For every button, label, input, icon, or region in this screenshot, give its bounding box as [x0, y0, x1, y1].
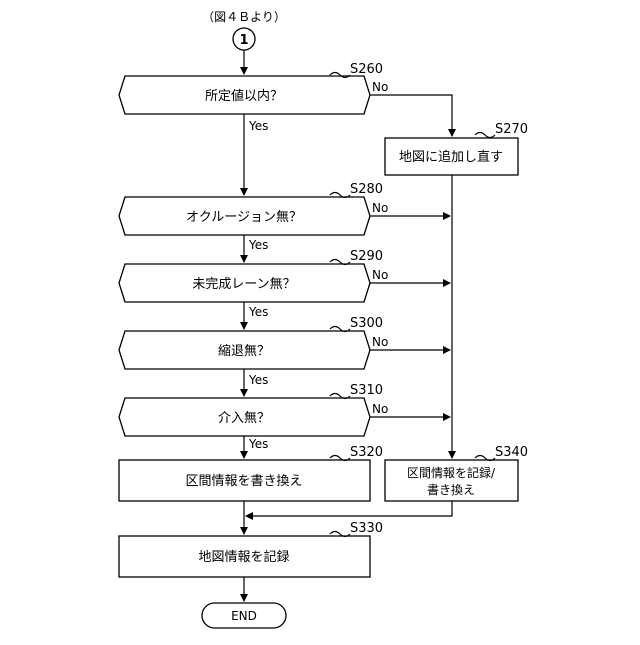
- step-id-s340: S340: [495, 445, 528, 460]
- step-id-s320: S320: [350, 445, 383, 460]
- decision-s300-text: 縮退無？: [218, 343, 270, 359]
- no-label-s300: No: [372, 335, 388, 349]
- no-label-s280: No: [372, 201, 388, 215]
- yes-label-s310: Yes: [248, 437, 268, 451]
- decision-s280-text: オクルージョン無？: [186, 210, 302, 225]
- process-s320-text: 区間情報を書き換え: [185, 474, 302, 489]
- decision-s290-text: 未完成レーン無？: [192, 277, 295, 292]
- process-s340-line2: 書き換え: [427, 483, 475, 497]
- process-s340-line1: 区間情報を記録/: [407, 465, 496, 480]
- step-id-s330: S330: [350, 521, 383, 536]
- end-terminal-text: END: [231, 609, 257, 623]
- yes-label-s300: Yes: [248, 373, 268, 387]
- process-s330-text: 地図情報を記録: [198, 549, 289, 565]
- from-figure-label: （図４Ｂより）: [202, 10, 286, 24]
- step-id-s280: S280: [350, 182, 383, 197]
- step-id-s270: S270: [495, 122, 528, 137]
- no-label-s310: No: [372, 402, 388, 416]
- step-id-s260: S260: [350, 62, 383, 77]
- yes-label-s290: Yes: [248, 305, 268, 319]
- yes-label-s280: Yes: [248, 238, 268, 252]
- decision-s260-text: 所定値以内？: [205, 88, 283, 104]
- process-s270-text: 地図に追加し直す: [399, 149, 503, 165]
- decision-s310-text: 介入無？: [218, 411, 270, 426]
- step-id-s310: S310: [350, 383, 383, 398]
- step-id-s290: S290: [350, 249, 383, 264]
- step-id-s300: S300: [350, 316, 383, 331]
- yes-label-s260: Yes: [248, 119, 268, 133]
- no-label-s260: No: [372, 80, 388, 94]
- no-label-s290: No: [372, 268, 388, 282]
- connector-number: 1: [239, 33, 248, 48]
